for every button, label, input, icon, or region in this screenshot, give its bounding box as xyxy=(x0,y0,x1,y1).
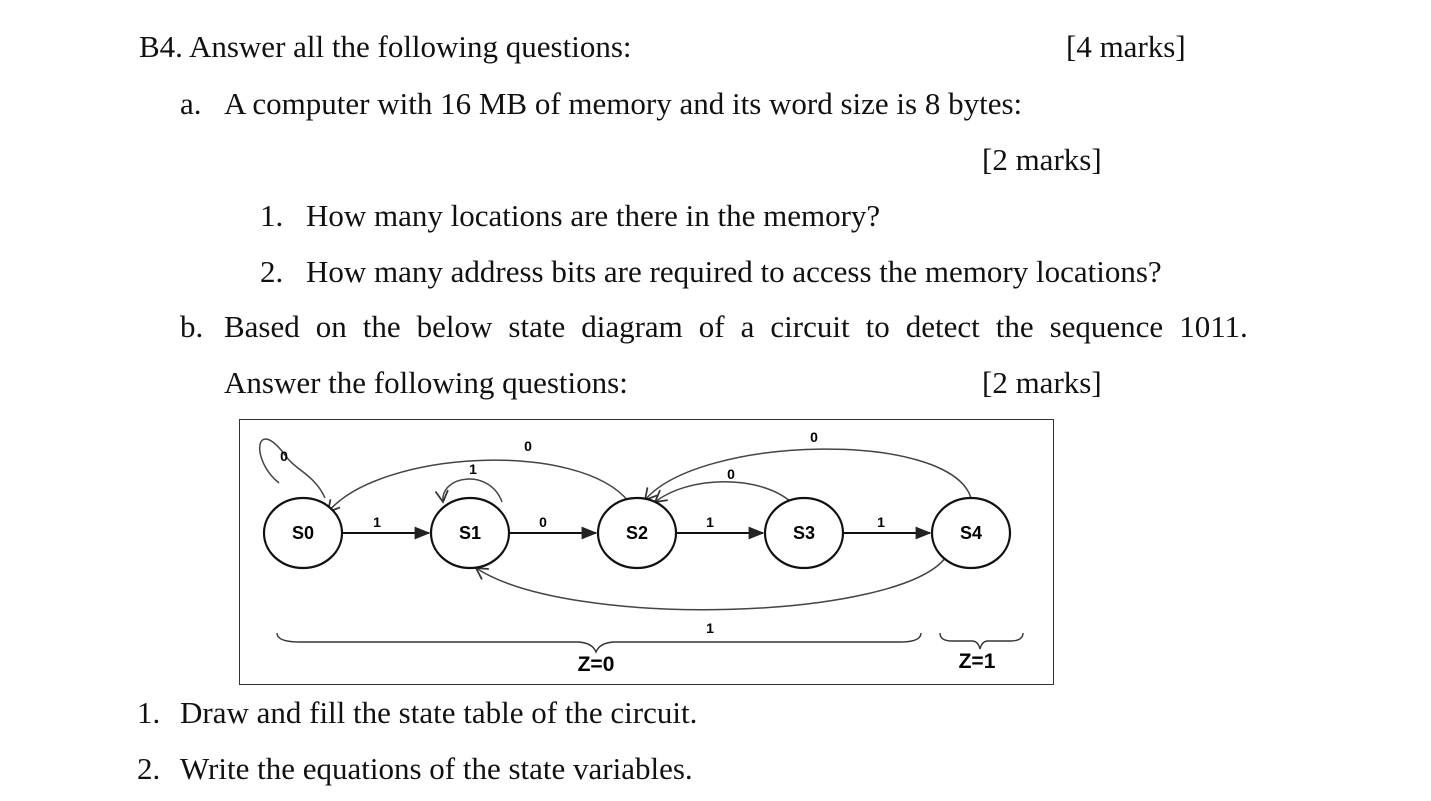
label-s4-s2: 0 xyxy=(810,429,818,445)
part-b-letter: b. xyxy=(180,309,204,344)
task-text: Write the equations of the state variabl… xyxy=(180,751,693,786)
part-b-line-2: Answer the following questions: xyxy=(224,365,628,400)
part-b-marks: [2 marks] xyxy=(982,365,1102,400)
part-b-word: a xyxy=(740,309,755,344)
label-s3-s4: 1 xyxy=(877,514,885,530)
task-number: 2. xyxy=(137,751,161,786)
state-s3-circle xyxy=(763,496,845,570)
part-a-item-text: How many locations are there in the memo… xyxy=(306,198,881,233)
state-s2-circle xyxy=(596,496,678,570)
self-loop-s1 xyxy=(434,478,503,504)
label-s0-s1: 1 xyxy=(373,514,381,530)
label-s2-s0: 0 xyxy=(524,438,532,454)
part-b-word: detect xyxy=(905,309,980,344)
state-diagram-canvas: S0 S1 S2 S3 S4 0 1 1 0 0 1 0 1 0 1 Z=0 Z… xyxy=(259,429,1024,676)
part-a-item-number: 1. xyxy=(260,198,284,233)
state-s0-circle xyxy=(262,496,344,570)
part-b-word: sequence xyxy=(1049,309,1164,344)
state-s4-label: S4 xyxy=(960,523,982,543)
part-b-word: Based xyxy=(224,309,300,344)
part-b-word: 1011. xyxy=(1179,309,1248,344)
part-b-text: Based on the below state diagram of a ci… xyxy=(224,311,1248,342)
label-s2-s3: 1 xyxy=(706,514,714,530)
transition-s3-to-s2 xyxy=(653,481,792,504)
label-s4-s1: 1 xyxy=(706,620,714,636)
part-a-letter: a. xyxy=(180,86,202,121)
self-loop-s0 xyxy=(259,438,326,499)
transition-s4-to-s2 xyxy=(643,448,972,502)
part-a-item-number: 2. xyxy=(260,254,284,289)
label-s0-self: 0 xyxy=(280,448,288,464)
part-b-word: the xyxy=(362,309,401,344)
part-b-word: of xyxy=(698,309,725,344)
part-b-word: diagram xyxy=(581,309,683,344)
question-title: B4. Answer all the following questions: xyxy=(139,29,632,64)
part-b-word: circuit xyxy=(770,309,850,344)
question-marks: [4 marks] xyxy=(1066,29,1186,64)
part-a-text: A computer with 16 MB of memory and its … xyxy=(224,86,1023,121)
part-b-word: the xyxy=(995,309,1034,344)
state-diagram: S0 S1 S2 S3 S4 0 1 1 0 0 1 0 1 0 1 Z=0 Z… xyxy=(239,419,1054,685)
state-s1-circle xyxy=(429,496,511,570)
state-s0-label: S0 xyxy=(292,523,314,543)
task-number: 1. xyxy=(137,695,161,730)
state-s2-label: S2 xyxy=(626,523,648,543)
part-b-word: state xyxy=(508,309,566,344)
state-s3-label: S3 xyxy=(793,523,815,543)
z1-label: Z=1 xyxy=(959,650,996,673)
state-s4-circle xyxy=(930,496,1012,570)
transition-s4-to-s1 xyxy=(474,556,947,611)
transition-s2-to-s0 xyxy=(326,459,630,514)
state-s1-label: S1 xyxy=(459,523,481,543)
label-s3-s2: 0 xyxy=(727,466,735,482)
part-a-marks: [2 marks] xyxy=(982,142,1102,177)
label-s1-s2: 0 xyxy=(539,514,547,530)
task-text: Draw and fill the state table of the cir… xyxy=(180,695,698,730)
brace-z1 xyxy=(939,632,1024,650)
part-b-word: below xyxy=(416,309,493,344)
part-a-item-text: How many address bits are required to ac… xyxy=(306,254,1162,289)
part-b-word: on xyxy=(315,309,347,344)
brace-z0 xyxy=(276,632,922,654)
part-b-word: to xyxy=(865,309,890,344)
label-s1-self: 1 xyxy=(469,461,477,477)
z0-label: Z=0 xyxy=(578,653,615,676)
